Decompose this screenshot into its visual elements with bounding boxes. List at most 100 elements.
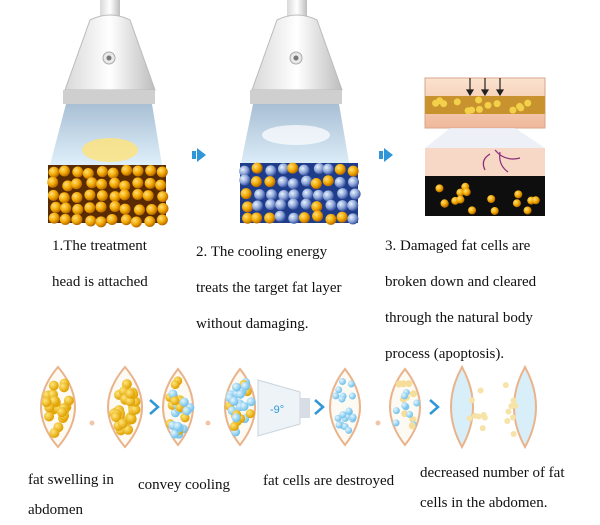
fat-cell — [505, 408, 512, 415]
fat-cell — [287, 162, 299, 174]
fat-cell — [50, 201, 62, 213]
fat-cell — [514, 190, 523, 199]
fat-cell — [264, 212, 276, 224]
fat-cell — [409, 416, 417, 424]
fat-cells-1 — [47, 164, 169, 228]
fat-cell — [119, 180, 131, 192]
caption-line: 1.The treatment — [52, 238, 147, 254]
fat-cell — [146, 203, 158, 215]
fat-cell — [106, 213, 118, 225]
top-illustrations — [47, 0, 546, 228]
fat-cell — [523, 206, 532, 215]
fat-cell — [242, 201, 254, 213]
fat-cell — [58, 165, 70, 177]
fat-cell — [157, 191, 169, 203]
fat-cell — [107, 167, 119, 179]
fat-cell — [229, 421, 239, 431]
fat-cell — [96, 166, 108, 178]
caption-line: broken down and cleared — [385, 274, 537, 290]
fat-cells-3-top — [432, 96, 532, 115]
fat-cell — [347, 213, 359, 225]
chevron-right-icon — [429, 399, 440, 415]
fat-cell — [347, 165, 359, 177]
fat-cell — [170, 380, 180, 390]
fat-cell — [338, 395, 346, 403]
fat-cell — [338, 378, 346, 386]
fat-cell — [130, 216, 142, 228]
label-line: convey cooling — [138, 477, 231, 493]
fat-cell — [109, 177, 121, 189]
fat-cell — [48, 380, 59, 391]
fat-cell — [119, 203, 131, 215]
device-readout: -9° — [270, 404, 284, 416]
fat-cell — [345, 426, 353, 434]
fat-cell — [47, 189, 59, 201]
fat-cell — [516, 102, 524, 110]
fat-cell — [440, 199, 449, 208]
fat-cell — [334, 176, 346, 188]
fat-cell — [337, 188, 349, 200]
fat-cell — [479, 425, 486, 432]
fat-cell — [456, 188, 465, 197]
caption-line: treats the target fat layer — [196, 280, 342, 296]
fat-cell — [132, 165, 144, 177]
fat-cell — [347, 380, 355, 388]
fat-cell — [70, 178, 82, 190]
fat-cell — [288, 212, 300, 224]
step-arrow-icon — [197, 148, 206, 162]
fat-cell — [48, 212, 60, 224]
fat-cell — [349, 413, 357, 421]
caption-line: through the natural body — [385, 310, 533, 326]
fat-cell — [71, 192, 83, 204]
fat-cell — [288, 189, 300, 201]
fat-cell — [334, 414, 342, 422]
fat-cell — [462, 188, 471, 197]
fat-cell — [86, 177, 98, 189]
fat-cell — [142, 190, 154, 202]
fat-cell — [251, 212, 263, 224]
fat-cell — [254, 189, 266, 201]
fat-cell — [348, 176, 360, 188]
caption-line: without damaging. — [196, 316, 309, 332]
fat-cell — [109, 201, 121, 213]
step-2-caption: 2. The cooling energy treats the target … — [196, 234, 386, 342]
fat-cell — [265, 199, 277, 211]
fat-cell — [345, 407, 353, 415]
fat-cell — [48, 166, 60, 178]
fat-cell — [84, 202, 96, 214]
fat-cell — [468, 397, 475, 404]
fat-cell — [512, 402, 519, 409]
fat-cell — [336, 200, 348, 212]
fat-cell — [251, 200, 263, 212]
fat-cell — [475, 105, 483, 113]
caption-line: head is attached — [52, 274, 148, 290]
fat-cell — [72, 203, 84, 215]
step-arrow-icon — [384, 148, 393, 162]
fat-cell — [409, 390, 417, 398]
fat-cell — [395, 380, 403, 388]
fat-cell — [322, 190, 334, 202]
skin-cross-section — [424, 77, 546, 216]
label-line: decreased number of fat — [420, 465, 565, 481]
fat-cell — [95, 216, 107, 228]
caption-line: 3. Damaged fat cells are — [385, 238, 531, 254]
fat-cell — [512, 199, 521, 208]
step-1-caption: 1.The treatment head is attached — [52, 228, 202, 300]
fat-cell — [275, 199, 287, 211]
fat-cell — [121, 164, 133, 176]
fat-cell — [322, 175, 334, 187]
fat-cell — [274, 210, 286, 222]
fat-cell — [392, 419, 400, 427]
fat-cell — [155, 179, 167, 191]
fat-cell — [60, 202, 72, 214]
fat-cell — [335, 421, 343, 429]
fat-cell — [401, 402, 409, 410]
fat-cell — [313, 163, 325, 175]
fat-cell — [325, 213, 337, 225]
fat-cell — [235, 389, 245, 399]
fat-cell — [245, 409, 255, 419]
fat-cell — [239, 174, 251, 186]
fat-cell — [49, 428, 60, 439]
fat-cell — [240, 381, 250, 391]
fat-cell — [298, 212, 310, 224]
